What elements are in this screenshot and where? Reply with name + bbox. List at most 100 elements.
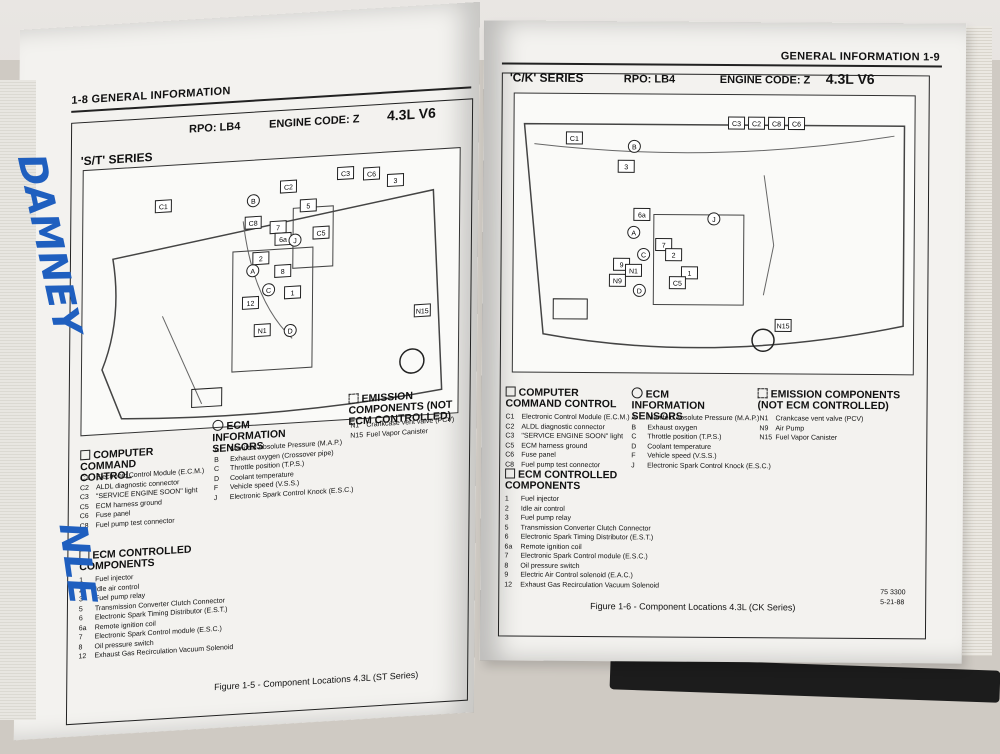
legend-text: Exhaust Gas Recirculation Vacuum Solenoi…: [520, 581, 660, 590]
legend-code: C5: [505, 441, 515, 450]
diagram-callout: N1: [253, 323, 271, 338]
callout-label: C6: [792, 121, 801, 128]
legend-text: Fuel pump relay: [520, 514, 571, 522]
right-page: GENERAL INFORMATION 1-9 'C/K' SERIES RPO…: [479, 20, 967, 664]
rpo-label: RPO: LB4: [623, 73, 676, 86]
right-page-header: GENERAL INFORMATION 1-9: [780, 50, 941, 64]
legend-code: A: [631, 414, 637, 422]
legend-code: 12: [504, 580, 513, 589]
callout-label: J: [293, 238, 297, 245]
diagram-callout: 7: [655, 238, 673, 252]
diagram-callout: C5: [668, 276, 686, 290]
diagram-callout: A: [246, 264, 260, 278]
callout-label: 6a: [638, 212, 646, 219]
diagram-callout: C3: [337, 166, 355, 181]
legend-code: C: [631, 433, 637, 441]
legend-item: 1 Fuel injector: [505, 494, 660, 505]
legend-text: Throttle position (T.P.S.): [647, 433, 722, 441]
legend-text: Exhaust oxygen: [647, 423, 698, 432]
diagram-callout: A: [627, 225, 641, 239]
legend-item: 12 Exhaust Gas Recirculation Vacuum Solen…: [504, 580, 659, 591]
callout-label: C2: [284, 184, 293, 192]
diagram-callout: 8: [274, 263, 292, 278]
diagram-callout: 12: [241, 295, 260, 310]
legend-text: Air Pump: [775, 424, 805, 433]
legend-text: Fuel injector: [520, 495, 560, 503]
callout-label: 12: [247, 301, 255, 308]
legend-code: C1: [505, 413, 515, 421]
diagram-callout: 3: [386, 173, 405, 188]
diagram-callout: B: [246, 194, 260, 208]
diagram-callout: 2: [252, 251, 270, 266]
legend-text: Electric Air Control solenoid (E.A.C.): [520, 571, 633, 580]
diagram-callout: D: [632, 283, 646, 297]
legend-text: Fuse panel: [95, 510, 131, 520]
legend-code: N1: [759, 415, 769, 423]
diagram-callout: B: [627, 139, 641, 153]
callout-label: C1: [570, 136, 579, 143]
legend-code: 7: [504, 552, 509, 560]
callout-label: 9: [620, 262, 624, 269]
legend-text: Coolant temperature: [647, 442, 712, 451]
callout-label: C3: [732, 121, 741, 128]
legend-text: Vehicle speed (V.S.S.): [647, 452, 717, 460]
callout-label: C: [641, 252, 646, 259]
callout-label: N15: [416, 308, 429, 316]
legend-code: 6: [504, 533, 509, 541]
diagram-callout: C2: [747, 116, 766, 130]
callout-label: C5: [317, 230, 326, 238]
callout-label: J: [712, 217, 716, 224]
legend-code: N15: [350, 431, 364, 440]
callout-label: C2: [752, 121, 761, 128]
legend-code: 1: [504, 495, 509, 503]
legend-code: N9: [759, 424, 769, 432]
legend-code: 2: [504, 504, 509, 513]
legend-code: J: [213, 494, 218, 502]
diagram-callout: C: [262, 283, 276, 297]
series-label: 'C/K' SERIES: [509, 70, 584, 86]
legend-code: J: [631, 461, 635, 469]
callout-label: N1: [629, 268, 638, 275]
callout-label: D: [288, 328, 293, 335]
callout-label: 3: [393, 178, 397, 185]
diagram-callout: C1: [565, 131, 583, 145]
callout-label: B: [251, 199, 256, 206]
reference-number: 75 3300: [880, 589, 906, 597]
legend-code: D: [631, 442, 637, 450]
left-page: 1-8 GENERAL INFORMATION RPO: LB4 ENGINE …: [13, 1, 480, 741]
callout-label: N15: [777, 323, 790, 330]
callout-label: 7: [276, 225, 280, 232]
diagram-callout: 6a: [274, 231, 292, 246]
legend-text: Oil pressure switch: [520, 562, 580, 570]
legend-code: C2: [505, 422, 515, 431]
diagram-callout: J: [707, 212, 721, 226]
callout-label: 5: [306, 203, 310, 210]
diagram-callout: N15: [774, 318, 792, 332]
engine-code-label: ENGINE CODE: Z: [719, 73, 811, 87]
header-rule: [501, 62, 942, 68]
legend-code: 12: [78, 652, 87, 661]
diagram-callout: N1: [624, 263, 643, 277]
diagram-callout: N15: [413, 303, 431, 318]
diagram-callout: D: [283, 323, 297, 337]
callout-label: 2: [259, 256, 263, 263]
legend-text: Electronic Control Module (E.C.M.): [521, 413, 630, 422]
page-edges-left: [0, 80, 36, 720]
diagram-callout: C8: [767, 116, 786, 130]
reference-date: 5-21-88: [880, 599, 905, 607]
legend-text: Crankcase vent valve (PCV): [775, 415, 864, 423]
legend-text: Fuse panel: [521, 451, 556, 459]
diagram-callout: C2: [279, 179, 298, 194]
